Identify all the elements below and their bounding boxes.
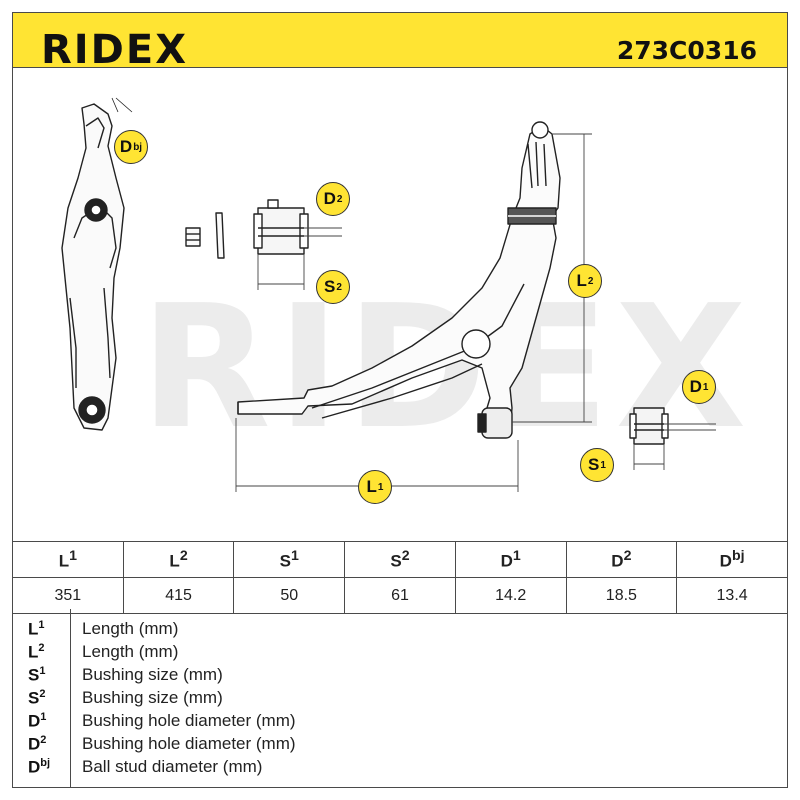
specs-value-l1: 351 bbox=[12, 577, 124, 614]
legend-key: S2 bbox=[28, 688, 46, 708]
specs-header-l2: L2 bbox=[122, 541, 235, 578]
legend-row-dbj: Dbj Ball stud diameter (mm) bbox=[12, 757, 788, 779]
specs-header-row: L1 L2 S1 S2 D1 D2 Dbj bbox=[12, 541, 788, 578]
specs-value-d2: 18.5 bbox=[565, 577, 678, 614]
legend-row-l1: L1 Length (mm) bbox=[12, 619, 788, 641]
legend-row-s2: S2 Bushing size (mm) bbox=[12, 688, 788, 710]
specs-header-l1: L1 bbox=[12, 541, 124, 578]
legend-key: L2 bbox=[28, 642, 45, 662]
legend-desc: Bushing hole diameter (mm) bbox=[82, 711, 296, 730]
main-control-arm bbox=[237, 121, 561, 439]
legend-row-l2: L2 Length (mm) bbox=[12, 642, 788, 664]
specs-value-dbj: 13.4 bbox=[676, 577, 788, 614]
legend-key: L1 bbox=[28, 619, 45, 639]
legend-desc: Ball stud diameter (mm) bbox=[82, 757, 263, 776]
legend: L1 Length (mm) L2 Length (mm) S1 Bushing… bbox=[12, 609, 788, 788]
legend-desc: Bushing hole diameter (mm) bbox=[82, 734, 296, 753]
brand-logo: RIDEX bbox=[41, 27, 189, 73]
legend-desc: Bushing size (mm) bbox=[82, 688, 223, 707]
specs-value-s1: 50 bbox=[233, 577, 346, 614]
part-number: 273C0316 bbox=[616, 36, 757, 65]
legend-row-s1: S1 Bushing size (mm) bbox=[12, 665, 788, 687]
legend-key: S1 bbox=[28, 665, 46, 685]
specs-value-s2: 61 bbox=[344, 577, 456, 614]
bushing-s1 bbox=[629, 407, 669, 445]
legend-divider bbox=[70, 609, 71, 788]
specs-header-s1: S1 bbox=[233, 541, 346, 578]
legend-row-d2: D2 Bushing hole diameter (mm) bbox=[12, 734, 788, 756]
specs-value-l2: 415 bbox=[122, 577, 235, 614]
specs-header-d1: D1 bbox=[454, 541, 567, 578]
bushing-s2 bbox=[253, 199, 309, 255]
technical-drawing: RIDEX bbox=[12, 68, 788, 540]
legend-key: Dbj bbox=[28, 757, 51, 777]
specs-header-s2: S2 bbox=[344, 541, 456, 578]
legend-key: D2 bbox=[28, 734, 47, 754]
specs-table: L1 L2 S1 S2 D1 D2 Dbj 351 415 50 61 14.2… bbox=[12, 541, 788, 614]
legend-desc: Length (mm) bbox=[82, 642, 179, 661]
legend-desc: Length (mm) bbox=[82, 619, 179, 638]
legend-key: D1 bbox=[28, 711, 47, 731]
header-bar: RIDEX 273C0316 bbox=[12, 12, 788, 73]
specs-header-dbj: Dbj bbox=[676, 541, 788, 578]
specs-header-d2: D2 bbox=[565, 541, 678, 578]
legend-desc: Bushing size (mm) bbox=[82, 665, 223, 684]
nut-and-washer bbox=[185, 212, 225, 259]
legend-row-d1: D1 Bushing hole diameter (mm) bbox=[12, 711, 788, 733]
specs-value-row: 351 415 50 61 14.2 18.5 13.4 bbox=[12, 577, 788, 614]
specs-value-d1: 14.2 bbox=[454, 577, 567, 614]
side-view-arm bbox=[61, 97, 133, 431]
